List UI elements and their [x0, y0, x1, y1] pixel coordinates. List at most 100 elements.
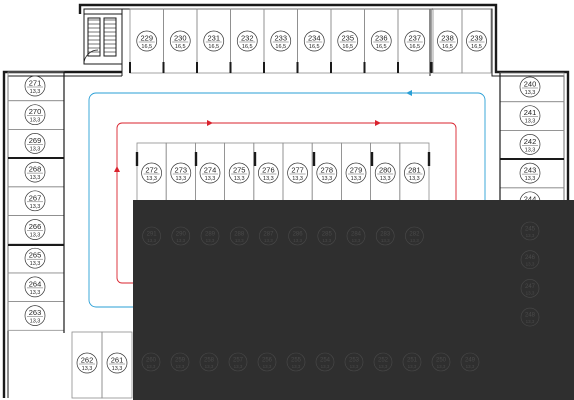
spot-badge	[24, 104, 46, 126]
spot-number: 244	[524, 194, 537, 203]
obscured-area: 13,3	[205, 364, 214, 369]
route-red-arrow	[207, 120, 213, 126]
obscured-number: 282	[409, 232, 420, 238]
spot-badge	[141, 162, 162, 184]
spot-badge	[136, 30, 158, 52]
spot-badge	[170, 162, 192, 184]
spot-number: 237	[408, 34, 421, 43]
obscured-area: 13,3	[381, 238, 390, 243]
spot-number: 262	[81, 356, 94, 365]
spot-badge	[287, 162, 308, 184]
obscured-area: 13,3	[379, 364, 388, 369]
obscured-area: 13,3	[322, 238, 331, 243]
obscured-badge	[257, 352, 277, 372]
obscured-number: 256	[262, 358, 273, 364]
obscured-badge	[170, 352, 190, 372]
obscured-number: 259	[175, 358, 186, 364]
obscured-badge	[373, 352, 393, 372]
obscured-area: 13,3	[437, 364, 446, 369]
obscured-number: 250	[436, 358, 447, 364]
obscured-area: 13,3	[293, 238, 302, 243]
dark-overlay-region	[133, 200, 574, 400]
obscured-number: 289	[205, 232, 216, 238]
obscured-number: 283	[380, 232, 391, 238]
spot-number: 268	[29, 165, 42, 174]
obscured-badge	[346, 226, 366, 246]
obscured-badge	[405, 226, 424, 246]
spot-area: 13,3	[146, 176, 157, 182]
spot-number: 277	[291, 166, 304, 175]
spot-badge	[24, 305, 46, 326]
spot-badge	[236, 30, 258, 52]
obscured-area: 13,3	[526, 233, 535, 238]
spot-area: 16,5	[242, 44, 253, 50]
spot-area: 13,3	[525, 90, 536, 96]
obscured-area: 13,3	[466, 364, 475, 369]
obscured-badge	[259, 226, 278, 246]
spot-area: 13,3	[292, 176, 303, 182]
route-red-arrow	[114, 166, 120, 172]
spot-area: 13,3	[351, 176, 362, 182]
spot-number: 241	[524, 108, 537, 117]
outer-wall-top-left	[78, 3, 570, 398]
obscured-area: 13,3	[526, 262, 535, 267]
spot-badge	[76, 352, 98, 374]
spot-badge	[345, 162, 367, 184]
obscured-badge	[171, 226, 191, 246]
spot-badge	[270, 30, 292, 52]
spot-area: 16,5	[376, 44, 387, 50]
spot-badge	[106, 352, 128, 374]
obscured-badge	[229, 226, 249, 246]
parking-cells: 22916,523016,523116,523216,523316,523416…	[7, 8, 565, 399]
spot-area: 16,5	[309, 44, 320, 50]
spot-area: 13,3	[30, 290, 41, 296]
spot-number: 265	[29, 251, 42, 260]
spot-area: 13,3	[30, 89, 41, 95]
spot-number: 240	[524, 80, 537, 89]
obscured-number: 258	[204, 358, 215, 364]
stair-outline	[83, 13, 123, 65]
obscured-area: 13,3	[206, 238, 215, 243]
spot-number: 270	[29, 107, 42, 116]
obscured-badge	[228, 352, 248, 372]
spot-number: 236	[375, 34, 388, 43]
route-blue-arrow	[406, 90, 412, 96]
spot-area: 13,3	[380, 176, 391, 182]
spot-badge	[258, 162, 279, 184]
spot-number: 239	[470, 34, 483, 43]
spot-area: 13,3	[525, 176, 536, 182]
spot-badge	[169, 30, 191, 52]
obscured-area: 13,3	[264, 238, 273, 243]
obscured-number: 248	[525, 313, 536, 319]
spot-number: 263	[29, 308, 42, 317]
obscured-badge	[315, 352, 335, 372]
spot-area: 13,3	[82, 366, 93, 372]
obscured-badge	[520, 307, 540, 327]
spot-number: 234	[308, 34, 321, 43]
